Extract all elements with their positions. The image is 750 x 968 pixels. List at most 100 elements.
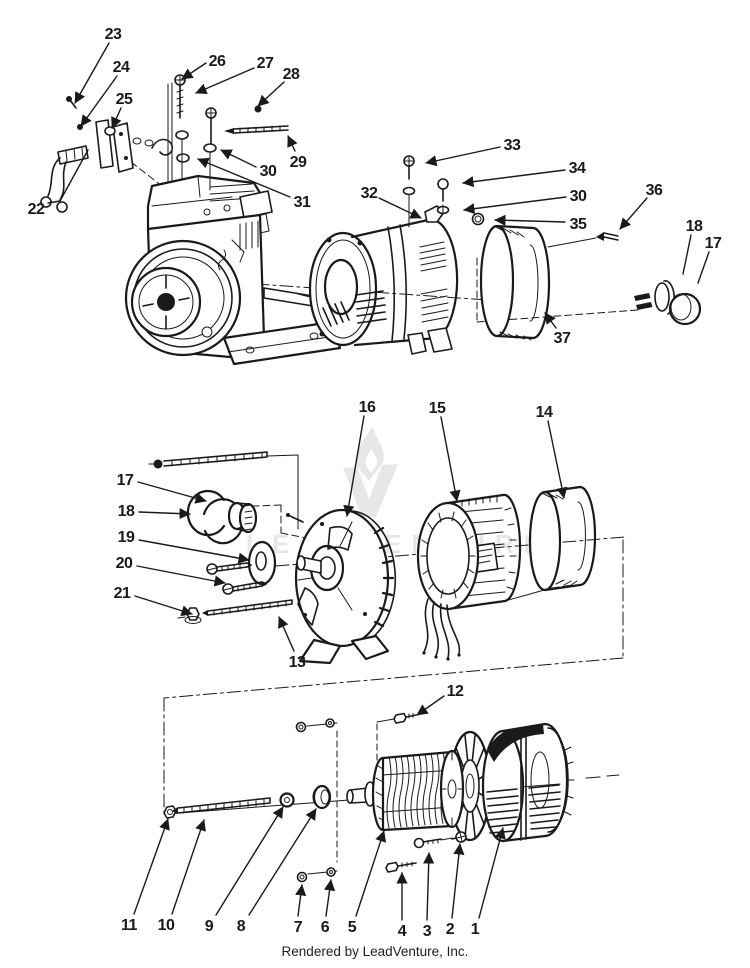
callout-leader-5-35 [355, 830, 387, 917]
callout-leader-27-5 [195, 67, 255, 94]
callout-leader-36-15 [619, 197, 648, 230]
callout-leader-22-0 [47, 149, 89, 204]
stud-13 [202, 599, 293, 616]
callout-label-1-39: 1 [471, 921, 480, 938]
callout-label-37-18: 37 [554, 330, 571, 347]
callout-label-8-32: 8 [237, 918, 246, 935]
callout-label-23-1: 23 [105, 26, 122, 43]
callout-label-20-25: 20 [116, 555, 133, 572]
callout-label-11-29: 11 [121, 917, 138, 934]
callout-label-2-38: 2 [446, 921, 455, 938]
callout-leader-17-17 [697, 251, 710, 284]
engine [124, 174, 342, 366]
callout-leader-23-1 [74, 42, 110, 104]
callout-label-18-23: 18 [118, 503, 135, 520]
callout-label-9-31: 9 [205, 918, 214, 935]
stud-10 [172, 797, 271, 814]
callout-leader-16-19 [343, 415, 365, 517]
nut-21 [177, 607, 202, 624]
top-hardware [167, 74, 289, 191]
callout-label-17-22: 17 [117, 472, 134, 489]
callout-leader-33-11 [425, 146, 501, 167]
callout-label-3-37: 3 [423, 923, 432, 940]
blower-housing [481, 722, 575, 843]
bottom-fasteners [295, 712, 467, 883]
footer-credit: Rendered by LeadVenture, Inc. [281, 944, 469, 959]
leadventure-v-icon [343, 464, 398, 517]
callout-label-18-16: 18 [686, 218, 703, 235]
callout-leader-26-4 [181, 62, 207, 80]
leadventure-flame-icon [355, 427, 384, 482]
callout-label-6-34: 6 [321, 919, 330, 936]
callout-label-19-24: 19 [118, 529, 135, 546]
callout-leader-35-14 [494, 214, 566, 226]
bearing-8 [312, 784, 332, 810]
callout-label-7-33: 7 [294, 919, 303, 936]
callout-label-32-10: 32 [361, 185, 378, 202]
terminal-caps [634, 280, 702, 326]
watermark: LEADVENTURE [246, 427, 551, 559]
adapter-ring [479, 224, 551, 341]
callout-leader-34-12 [462, 169, 566, 188]
callout-label-14-21: 14 [536, 404, 553, 421]
callout-label-25-3: 25 [116, 91, 133, 108]
callout-leader-9-31 [215, 806, 284, 916]
callout-leader-29-7 [287, 135, 298, 152]
callout-label-30-13: 30 [570, 188, 587, 205]
callout-label-36-15: 36 [646, 182, 663, 199]
callout-leader-10-30 [171, 819, 206, 915]
callout-label-35-14: 35 [570, 216, 587, 233]
nut-11 [163, 805, 177, 819]
callout-label-28-6: 28 [283, 66, 300, 83]
callout-label-12-28: 12 [447, 683, 464, 700]
callout-leader-8-32 [248, 808, 317, 916]
callout-label-21-26: 21 [114, 585, 131, 602]
callout-label-17-17: 17 [705, 235, 722, 252]
stator [416, 493, 522, 661]
tie-rod [148, 451, 268, 469]
callout-leader-20-25 [136, 565, 226, 587]
callout-leader-30-13 [463, 196, 567, 215]
callout-leader-14-21 [547, 420, 568, 499]
callout-label-16-19: 16 [359, 399, 376, 416]
callout-label-24-2: 24 [113, 59, 130, 76]
callout-label-10-30: 10 [158, 917, 175, 934]
callout-leader-11-29 [133, 818, 170, 915]
callout-leader-12-28 [416, 695, 445, 716]
washer-9 [279, 792, 295, 808]
end-bell [286, 508, 397, 665]
callout-label-33-11: 33 [504, 137, 521, 154]
stator-band [528, 485, 597, 592]
callout-label-13-27: 13 [289, 654, 306, 671]
callout-label-15-20: 15 [429, 400, 446, 417]
grommet [247, 540, 277, 586]
callout-label-30-8: 30 [260, 163, 277, 180]
callout-label-4-36: 4 [398, 923, 407, 940]
callout-label-34-12: 34 [569, 160, 586, 177]
callout-leader-17-22 [137, 481, 207, 504]
callout-leader-15-20 [440, 416, 461, 502]
callout-leader-18-16 [682, 234, 692, 275]
rotor [346, 749, 465, 832]
callout-leader-7-33 [295, 884, 307, 917]
callout-leader-1-39 [478, 827, 506, 919]
callout-label-5-35: 5 [348, 919, 357, 936]
callout-leader-24-2 [80, 75, 118, 127]
callout-leader-30-8 [220, 149, 257, 168]
callout-label-27-5: 27 [257, 55, 274, 72]
callout-leader-2-38 [451, 843, 465, 919]
callout-label-22-0: 22 [28, 201, 45, 218]
callout-leader-28-6 [257, 81, 285, 107]
callout-leader-19-24 [138, 539, 250, 564]
watermark-text: LEADVENTURE [246, 529, 551, 559]
callout-leader-6-34 [324, 879, 336, 917]
callout-leader-13-27 [278, 616, 295, 652]
callout-leader-3-37 [423, 852, 435, 921]
callout-leader-25-3 [111, 107, 122, 129]
callout-leader-18-23 [138, 507, 191, 520]
callout-label-29-7: 29 [290, 154, 307, 171]
callout-leader-32-10 [378, 197, 422, 219]
